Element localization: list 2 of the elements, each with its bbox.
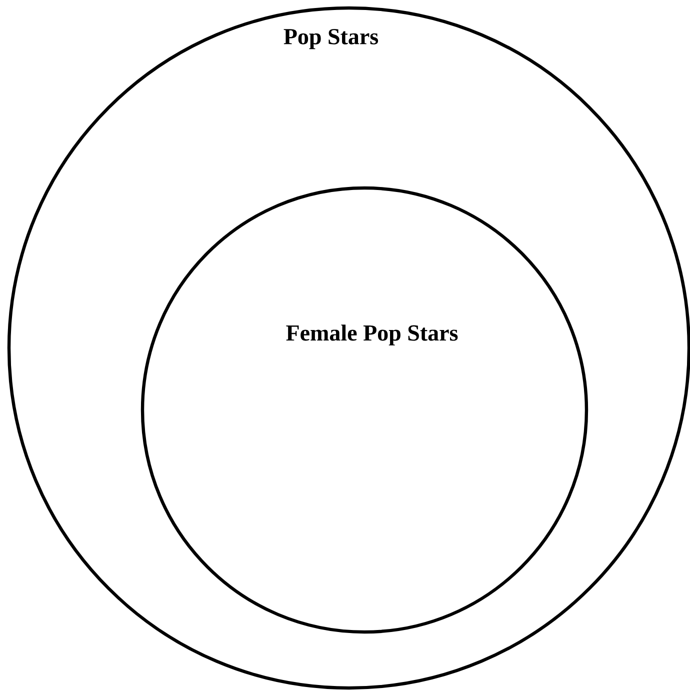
set-label: Pop Stars [284,28,378,50]
set-label: Female Pop Stars [286,324,458,346]
